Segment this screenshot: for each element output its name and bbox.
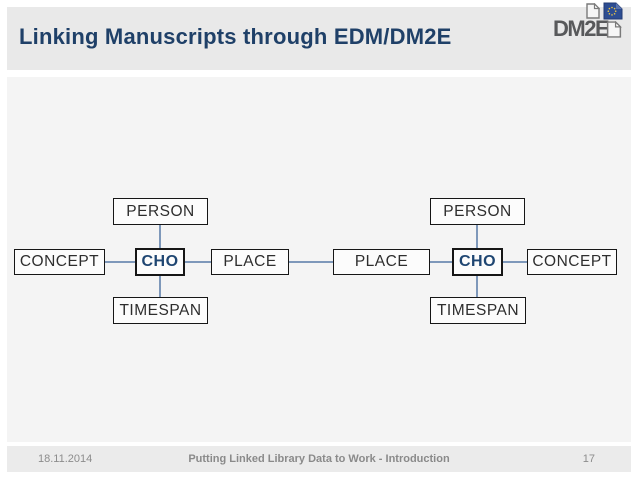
slide-title: Linking Manuscripts through EDM/DM2E: [19, 24, 452, 49]
document-icon: [586, 3, 600, 19]
node-place-left: PLACE: [211, 249, 289, 275]
connector-line: [159, 225, 161, 248]
eu-flag-document-icon: [603, 2, 623, 20]
footer-page-number: 17: [582, 453, 595, 465]
connector-line: [185, 261, 211, 263]
slide-header: Linking Manuscripts through EDM/DM2E: [7, 7, 631, 70]
connector-line: [503, 261, 527, 263]
connector-line: [159, 276, 161, 297]
connector-line: [476, 276, 478, 297]
connector-line: [105, 261, 135, 263]
node-person-left: PERSON: [113, 198, 208, 225]
dm2e-logo: DM2E: [549, 0, 634, 46]
node-cho-left: CHO: [135, 248, 185, 276]
connector-line: [289, 261, 333, 263]
node-place-right: PLACE: [333, 249, 430, 275]
slide-footer: 18.11.2014 Putting Linked Library Data t…: [7, 446, 631, 472]
node-concept-left: CONCEPT: [14, 249, 105, 275]
footer-title: Putting Linked Library Data to Work - In…: [188, 453, 450, 465]
connector-line: [476, 225, 478, 248]
node-timespan-right: TIMESPAN: [430, 297, 526, 324]
node-cho-right: CHO: [452, 248, 503, 276]
dm2e-logo-text: DM2E: [553, 16, 610, 41]
document-icon: [606, 21, 622, 38]
footer-date: 18.11.2014: [38, 453, 93, 465]
node-timespan-left: TIMESPAN: [113, 297, 208, 324]
connector-line: [430, 261, 452, 263]
node-person-right: PERSON: [430, 198, 525, 225]
node-concept-right: CONCEPT: [527, 249, 617, 275]
